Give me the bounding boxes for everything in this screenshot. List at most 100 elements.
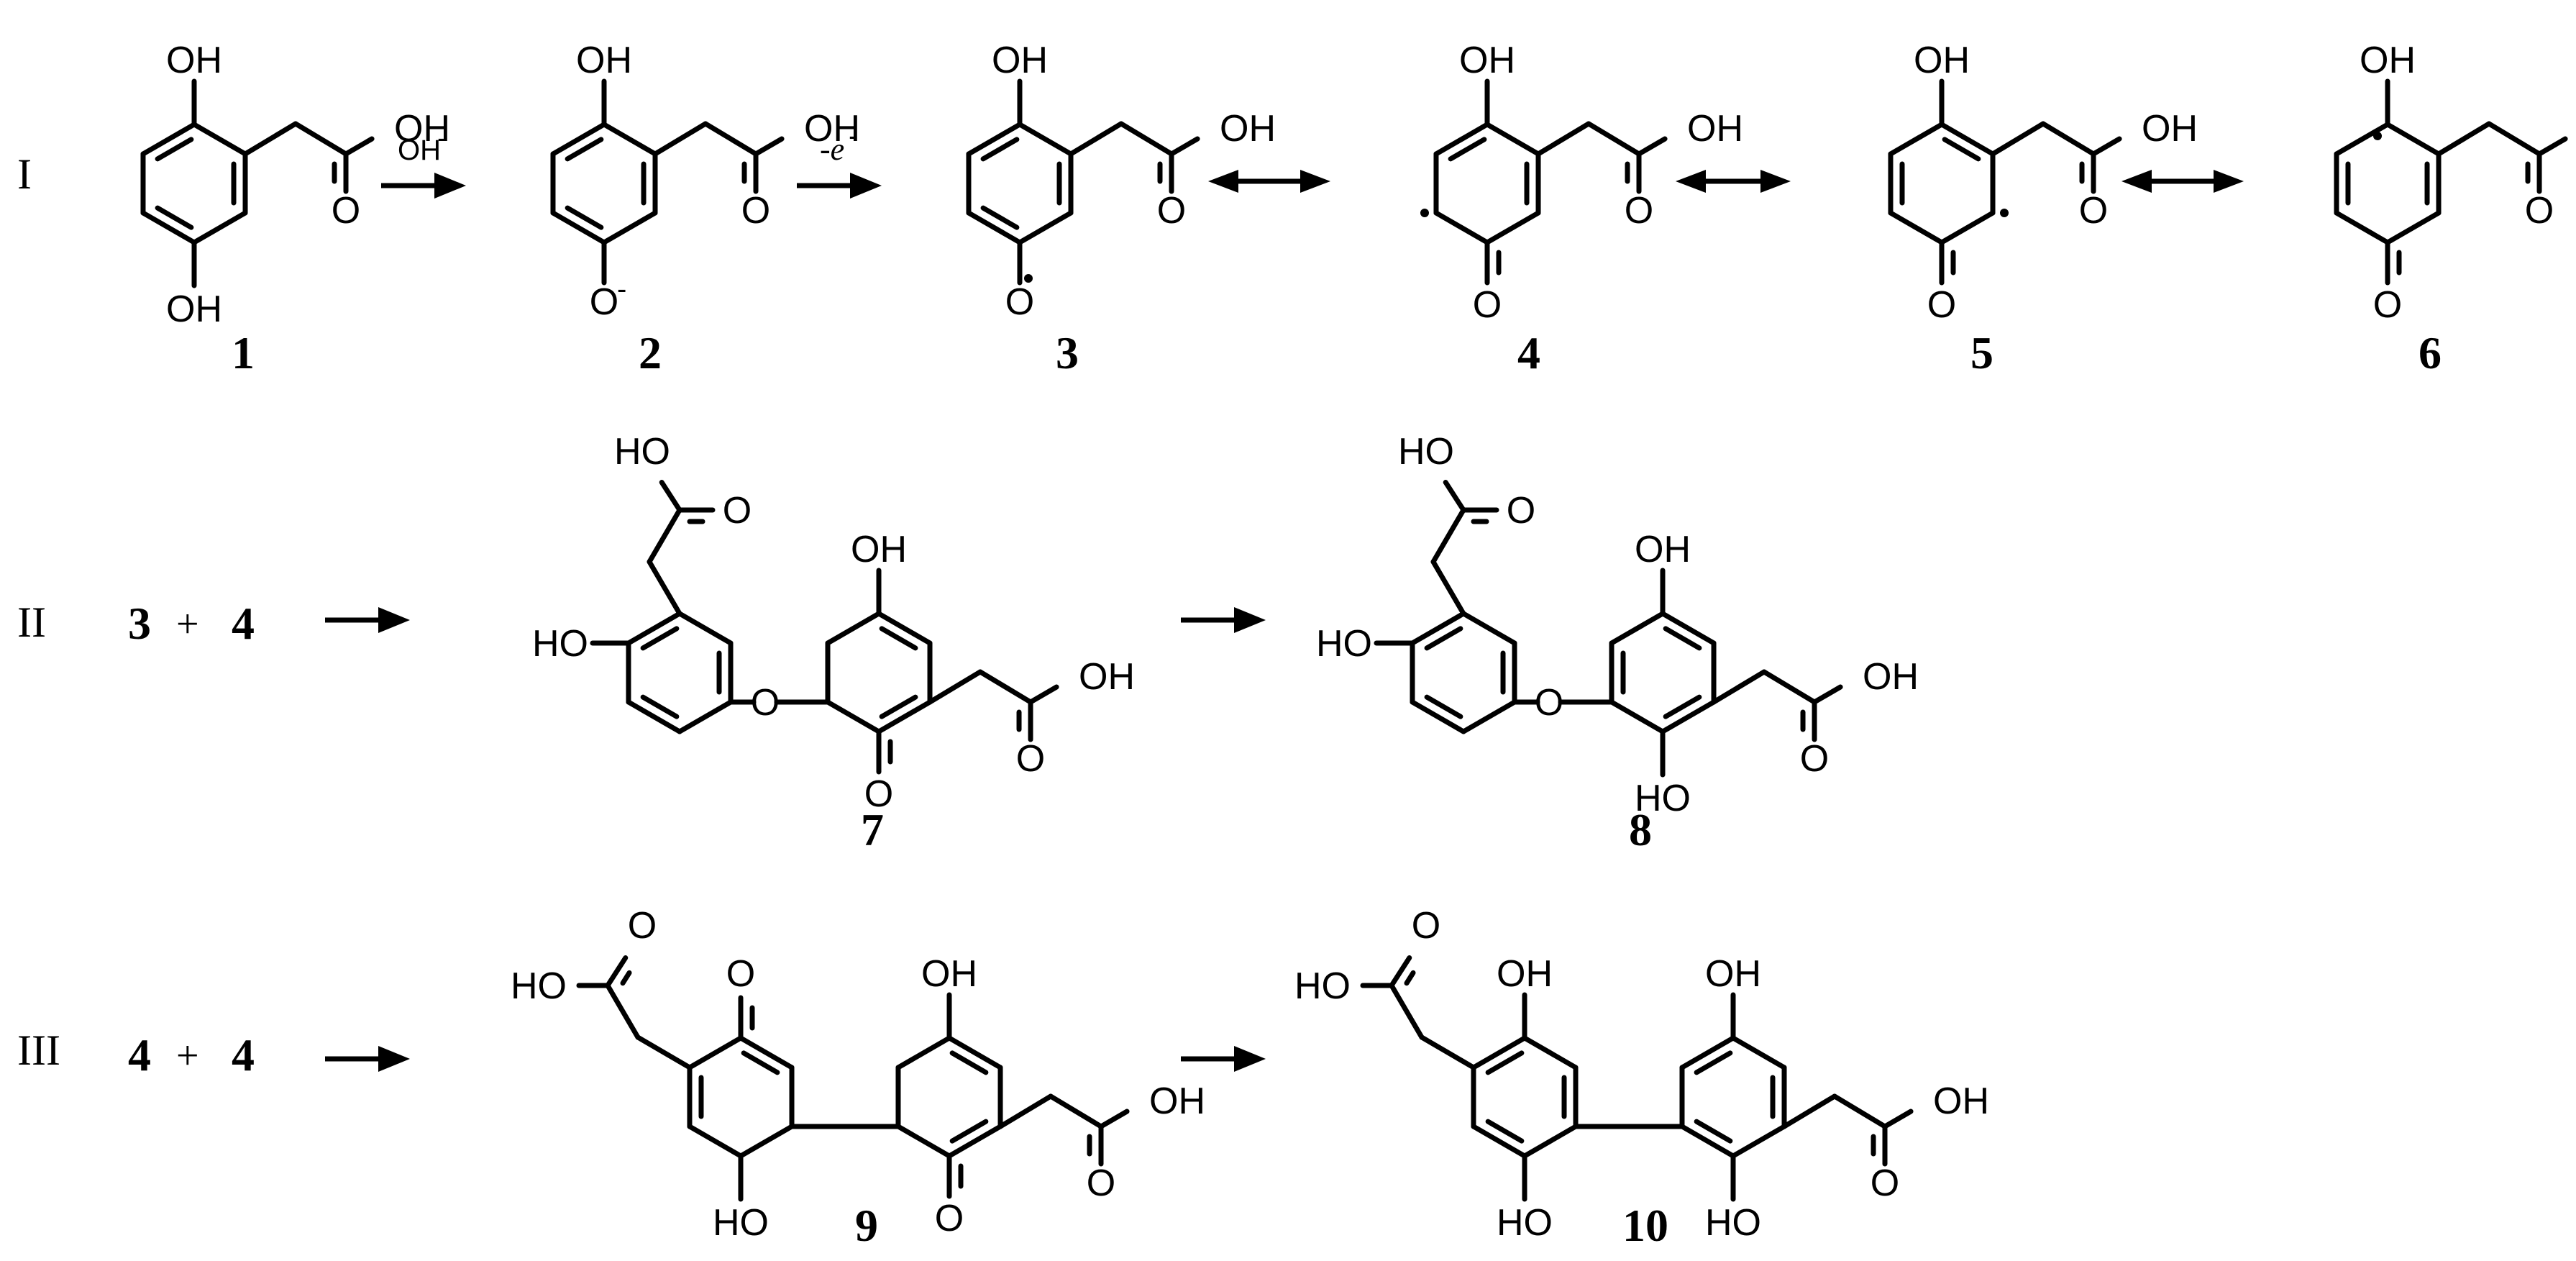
ring-bond <box>738 1124 795 1159</box>
bond <box>647 559 682 616</box>
ring-bond <box>1939 122 1996 157</box>
row3-plus: + <box>176 1034 199 1078</box>
compound-10-ho-left-bottom: HO <box>1497 1202 1553 1244</box>
compound-10-acid-right-oh: OH <box>1933 1080 1989 1122</box>
carbonyl-6: O <box>2373 284 2402 326</box>
ring-bond <box>1433 122 1490 157</box>
ring-bond <box>1522 1035 1579 1070</box>
row3-reactant-b: 4 <box>232 1029 255 1080</box>
phenoxide-2-charge: - <box>617 273 626 305</box>
acid-4-oh: OH <box>1687 108 1743 150</box>
acid-1-carbonyl-o: O <box>332 190 360 232</box>
row-numeral-i: I <box>17 150 32 198</box>
bond <box>1882 1109 1914 1129</box>
ring-bond <box>895 1124 952 1159</box>
ring-bond <box>1609 611 1666 646</box>
compound-number-3: 3 <box>1056 327 1079 378</box>
bond <box>1812 684 1843 705</box>
ring-double-bond <box>1485 1119 1525 1144</box>
acid-1-oh: OH <box>394 108 450 150</box>
hydroxyl-3-top: OH <box>992 40 1048 81</box>
bond <box>1761 669 1817 705</box>
acid-3-carbonyl-o: O <box>1157 190 1186 232</box>
bond <box>1711 669 1767 705</box>
ring-bond <box>825 611 882 646</box>
compound-10-oh-right-top: OH <box>1705 953 1761 995</box>
ring-bond <box>876 699 933 734</box>
bond <box>977 669 1033 705</box>
ring-bond <box>1461 611 1517 646</box>
reagent-hydroxide-charge: - <box>437 122 447 154</box>
reaction-arrow-2 <box>797 173 882 199</box>
bond <box>1169 136 1200 157</box>
ring-double-bond <box>741 1050 780 1075</box>
ring-bond <box>1484 122 1541 157</box>
carbonyl-5: O <box>1927 284 1956 326</box>
reaction-arrow-row3 <box>325 1046 410 1072</box>
compound-7-ho-left: HO <box>532 623 588 665</box>
radical-dot-6 <box>2373 132 2382 140</box>
ring-bond <box>1461 699 1517 734</box>
compound-9-acid-left-ho: HO <box>511 965 567 1007</box>
compound-10-oh-left-top: OH <box>1497 953 1553 995</box>
compound-number-6: 6 <box>2419 327 2442 378</box>
compound-8-acid-left-carbonyl-o: O <box>1507 490 1535 532</box>
compound-8-oh-top: OH <box>1635 529 1691 570</box>
bond <box>605 983 641 1040</box>
bond <box>635 1034 693 1070</box>
ring-bond <box>1522 1124 1579 1159</box>
ring-double-bond <box>640 626 680 651</box>
acid-5-carbonyl-o: O <box>2079 190 2108 232</box>
bond <box>1832 1093 1888 1129</box>
compound-7-acid-right-carbonyl-o: O <box>1016 738 1045 780</box>
ring-bond <box>1609 699 1666 734</box>
ring-bond <box>1730 1124 1787 1159</box>
row-numeral-ii: II <box>17 598 46 646</box>
bond <box>659 480 682 513</box>
ring-bond <box>1410 699 1466 734</box>
bond <box>242 121 298 157</box>
bond <box>2091 136 2122 157</box>
ring-double-bond <box>1485 1050 1525 1075</box>
bond <box>1586 121 1642 157</box>
compound-9-acid-right-carbonyl-o: O <box>1087 1162 1115 1204</box>
ring-double-bond <box>1663 694 1702 719</box>
ring-double-bond <box>155 137 194 162</box>
bond <box>2436 121 2492 157</box>
double-bond <box>620 970 632 986</box>
ring-bond <box>140 122 197 157</box>
phenoxide-2: O <box>590 281 618 323</box>
bond <box>1098 1109 1130 1129</box>
resonance-arrow-3 <box>2121 170 2244 193</box>
ring-bond <box>1017 122 1074 157</box>
bond <box>927 669 983 705</box>
ring-double-bond <box>980 137 1020 162</box>
ring-bond <box>825 699 882 734</box>
bond <box>647 507 682 565</box>
ring-bond <box>876 611 933 646</box>
bond <box>1535 121 1591 157</box>
ring-double-bond <box>155 205 194 230</box>
ring-double-bond <box>1424 626 1463 651</box>
reagent-hydroxide: OH <box>398 135 441 166</box>
ring-double-bond <box>565 137 604 162</box>
compound-8-acid-right-carbonyl-o: O <box>1800 738 1829 780</box>
ring-bond <box>601 122 658 157</box>
ring-bond <box>1939 210 1996 245</box>
compound-9-ho-left-bottom: HO <box>713 1202 769 1244</box>
compound-9-oh-right-top: OH <box>921 953 977 995</box>
bond <box>2486 121 2542 157</box>
bond <box>1430 507 1466 565</box>
ring-bond <box>1484 210 1541 245</box>
compound-number-2: 2 <box>639 327 662 378</box>
reagent-oxidation: -e <box>820 132 844 167</box>
ring-bond <box>2334 210 2390 245</box>
double-bond <box>1404 970 1416 986</box>
acid-2-carbonyl-o: O <box>741 190 770 232</box>
compound-8-ether-o: O <box>1535 682 1563 724</box>
bond <box>1389 983 1425 1040</box>
ring-double-bond <box>565 205 604 230</box>
ring-bond <box>2334 122 2390 157</box>
hydroxyl-2-top: OH <box>576 40 632 81</box>
ring-bond <box>1471 1035 1527 1070</box>
